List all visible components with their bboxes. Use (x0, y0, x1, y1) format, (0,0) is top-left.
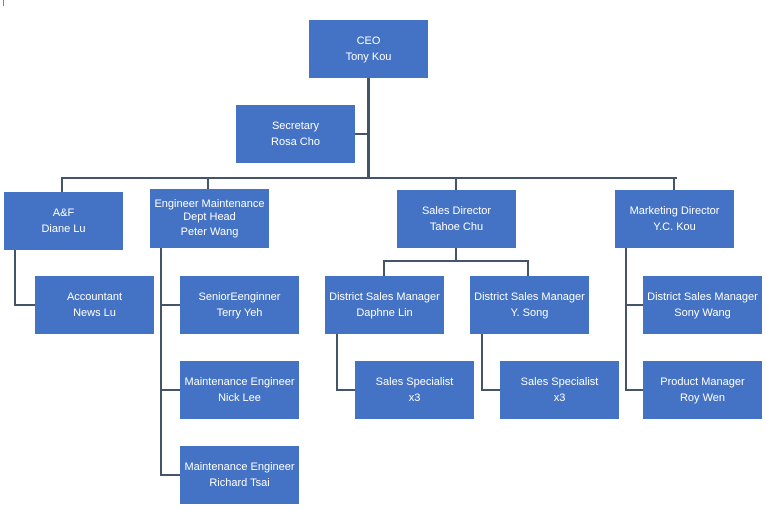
node-secretary[interactable]: Secretary Rosa Cho (236, 105, 355, 163)
node-name: Terry Yeh (216, 307, 263, 319)
node-title-line2: Dept Head (183, 210, 236, 223)
connector (160, 474, 180, 476)
node-name: Sony Wang (674, 307, 731, 319)
node-sales-specialist-2[interactable]: Sales Specialist x3 (500, 361, 619, 419)
node-marketing-director[interactable]: Marketing Director Y.C. Kou (615, 190, 734, 248)
connector (455, 177, 457, 190)
connector (527, 260, 529, 276)
connector (455, 247, 457, 261)
connector (354, 133, 369, 135)
node-name: Rosa Cho (271, 136, 320, 148)
node-title: District Sales Manager (647, 291, 758, 303)
node-engineer-head[interactable]: Engineer Maintenance Dept Head Peter Wan… (150, 189, 269, 248)
node-district-sales-manager-1[interactable]: District Sales Manager Daphne Lin (325, 276, 444, 334)
connector (625, 304, 643, 306)
node-title: Sales Specialist (520, 376, 599, 388)
node-title: CEO (356, 35, 381, 47)
node-name: Roy Wen (679, 392, 726, 404)
node-name: Peter Wang (180, 225, 239, 238)
connector (336, 333, 338, 390)
node-name: Diane Lu (41, 223, 86, 235)
node-title: Accountant (66, 291, 123, 303)
connector (336, 389, 355, 391)
node-name: x3 (408, 392, 421, 404)
node-title: Product Manager (660, 376, 745, 388)
connector (673, 177, 675, 190)
node-title: District Sales Manager (329, 291, 440, 303)
node-title: Maintenance Engineer (184, 376, 295, 388)
node-sales-director[interactable]: Sales Director Tahoe Chu (397, 190, 516, 248)
node-name: Y.C. Kou (653, 221, 696, 233)
node-title: District Sales Manager (474, 291, 585, 303)
node-accountant[interactable]: Accountant News Lu (35, 276, 154, 334)
connector (383, 260, 385, 276)
connector (14, 304, 36, 306)
node-title: SeniorEenginner (198, 291, 281, 303)
node-name: Daphne Lin (356, 307, 413, 319)
node-title: Maintenance Engineer (184, 461, 295, 473)
node-maintenance-engineer-1[interactable]: Maintenance Engineer Nick Lee (180, 361, 299, 419)
node-name: Richard Tsai (209, 477, 270, 489)
connector (481, 389, 501, 391)
connector (367, 77, 370, 178)
node-name: x3 (553, 392, 566, 404)
connector (160, 304, 180, 306)
connector (481, 333, 483, 390)
node-maintenance-engineer-2[interactable]: Maintenance Engineer Richard Tsai (180, 446, 299, 504)
connector (160, 389, 180, 391)
node-sales-specialist-1[interactable]: Sales Specialist x3 (355, 361, 474, 419)
connector (61, 177, 677, 179)
connector (207, 177, 209, 189)
node-product-manager[interactable]: Product Manager Roy Wen (643, 361, 762, 419)
connector (625, 389, 643, 391)
node-title: Sales Specialist (375, 376, 454, 388)
node-title: Marketing Director (629, 205, 720, 217)
node-name: News Lu (73, 307, 116, 319)
node-name: Tahoe Chu (429, 221, 484, 233)
connector (383, 260, 529, 262)
corner-mark (3, 0, 4, 6)
node-name: Nick Lee (218, 392, 261, 404)
node-district-sales-manager-3[interactable]: District Sales Manager Sony Wang (643, 276, 762, 334)
node-title: Sales Director (421, 205, 492, 217)
connector (625, 248, 627, 390)
node-senior-engineer[interactable]: SeniorEenginner Terry Yeh (180, 276, 299, 334)
node-title: A&F (52, 207, 75, 219)
node-name: Tony Kou (345, 51, 392, 63)
node-ceo[interactable]: CEO Tony Kou (309, 20, 428, 78)
connector (61, 177, 63, 192)
connector (14, 250, 16, 305)
node-title: Engineer Maintenance (154, 197, 265, 210)
node-name: Y. Song (510, 307, 549, 319)
node-af[interactable]: A&F Diane Lu (4, 192, 123, 250)
node-title: Secretary (271, 120, 320, 132)
node-district-sales-manager-2[interactable]: District Sales Manager Y. Song (470, 276, 589, 334)
connector (160, 248, 162, 475)
